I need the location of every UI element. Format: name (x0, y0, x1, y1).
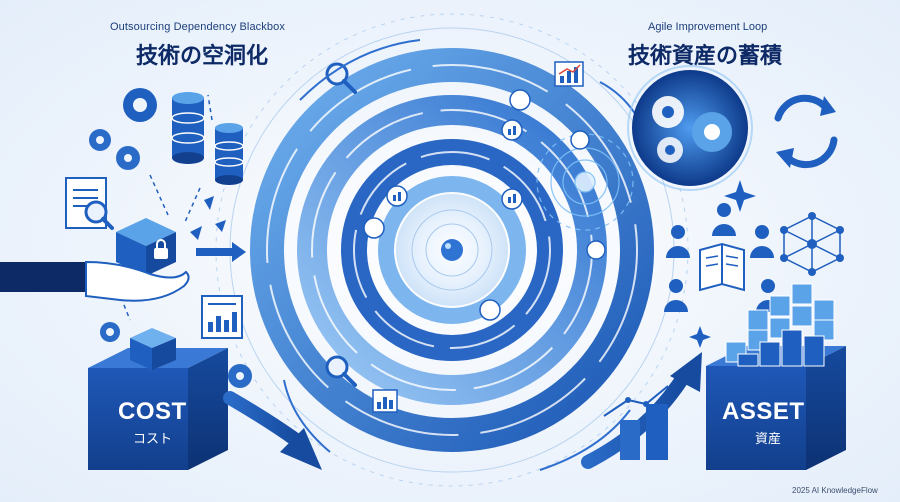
cost-label-ja: コスト (133, 432, 173, 447)
sparkles (689, 180, 756, 348)
growth-arrow-icon (581, 352, 702, 469)
dashed-connectors (117, 94, 213, 321)
book-icon (699, 242, 745, 292)
chart-icon (201, 295, 243, 339)
hand-icon (0, 260, 190, 302)
gear-icon (627, 65, 753, 191)
cubes-icon (725, 283, 835, 367)
gear-icon (89, 129, 252, 388)
chart-icon (372, 389, 398, 413)
database-icon (214, 123, 244, 185)
magnifier-icon (325, 62, 357, 94)
cycle-arrows-icon (774, 94, 838, 169)
magnifier-icon (325, 355, 357, 387)
decline-arrow (223, 391, 322, 470)
ring-icons (325, 61, 606, 413)
credit-text: 2025 AI KnowledgeFlow (792, 486, 878, 495)
asset-label-ja: 資産 (755, 432, 782, 447)
network-icon (780, 212, 844, 276)
cost-label: COST (118, 398, 187, 425)
gear-icon (123, 88, 157, 122)
central-loop (250, 48, 654, 452)
people-icon (664, 203, 780, 312)
right-title: 技術資産の蓄積 (628, 44, 783, 69)
left-subtitle: Outsourcing Dependency Blackbox (110, 21, 285, 33)
document-icon (65, 177, 114, 230)
left-title: 技術の空洞化 (136, 44, 269, 69)
cost-box (88, 328, 228, 470)
chart-icon (554, 61, 584, 87)
right-subtitle: Agile Improvement Loop (648, 21, 768, 33)
small-arrow (196, 242, 246, 262)
asset-label: ASSET (722, 398, 805, 425)
broken-shards (190, 196, 226, 240)
lock-icon (154, 239, 168, 259)
database-icon (171, 92, 205, 164)
